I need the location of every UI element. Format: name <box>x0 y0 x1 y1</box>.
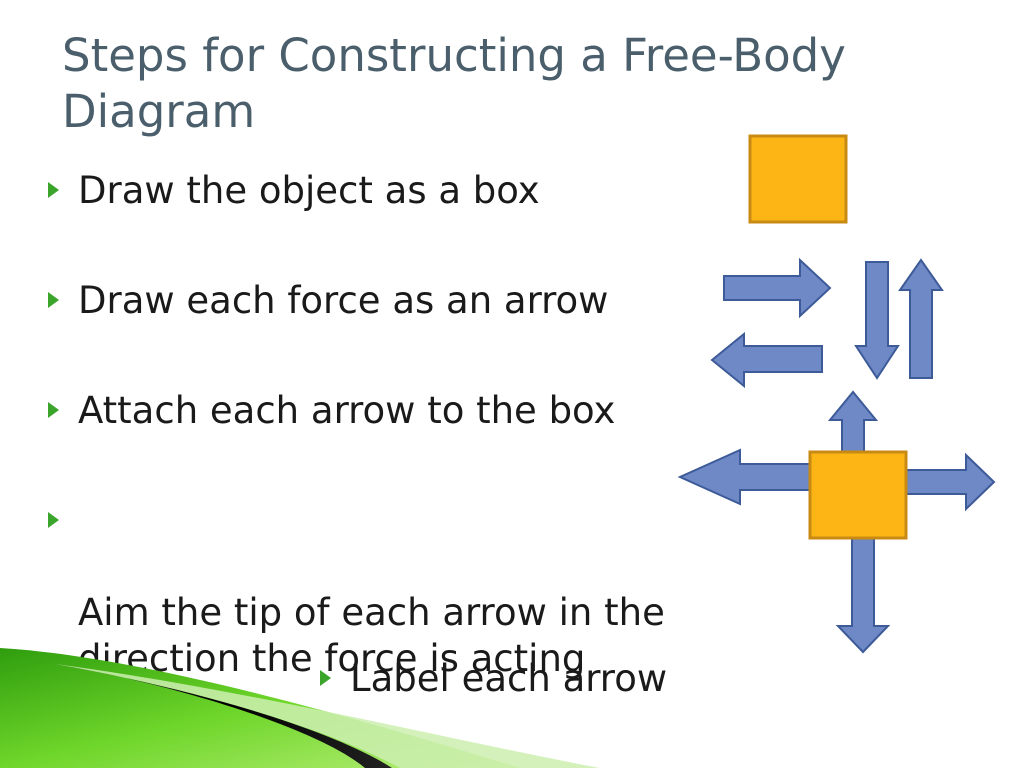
bullet-item-draw-box: Draw the object as a box <box>48 168 540 214</box>
object-box-icon <box>808 450 908 540</box>
arrow-right-icon <box>903 452 996 512</box>
arrow-up-icon <box>898 258 944 379</box>
arrow-down-icon <box>854 261 900 380</box>
bullet-text: Attach each arrow to the box <box>78 389 616 432</box>
bullet-text: Label each arrow <box>350 657 668 700</box>
bullet-text: Draw each force as an arrow <box>78 279 609 322</box>
bullet-item-aim-tip: Aim the tip of each arrow in the directi… <box>48 498 665 682</box>
bullet-triangle-icon <box>48 402 59 418</box>
bullet-text: Draw the object as a box <box>78 169 540 212</box>
arrow-left-icon <box>710 331 823 389</box>
bullet-triangle-icon <box>48 292 59 308</box>
bullet-triangle-icon <box>320 670 331 686</box>
arrow-right-icon <box>723 257 832 319</box>
free-body-diagram <box>677 390 996 654</box>
bullet-item-draw-arrow: Draw each force as an arrow <box>48 278 609 324</box>
object-box-icon <box>748 134 848 224</box>
bullet-triangle-icon <box>48 512 59 528</box>
bullet-triangle-icon <box>48 182 59 198</box>
arrow-left-icon <box>677 448 811 506</box>
arrow-up-icon <box>827 390 879 453</box>
slide-title: Steps for Constructing a Free-Body Diagr… <box>62 29 846 138</box>
bullet-item-attach-arrow: Attach each arrow to the box <box>48 388 616 434</box>
bullet-item-label-arrow: Label each arrow <box>320 656 668 702</box>
arrow-down-icon <box>835 537 891 654</box>
